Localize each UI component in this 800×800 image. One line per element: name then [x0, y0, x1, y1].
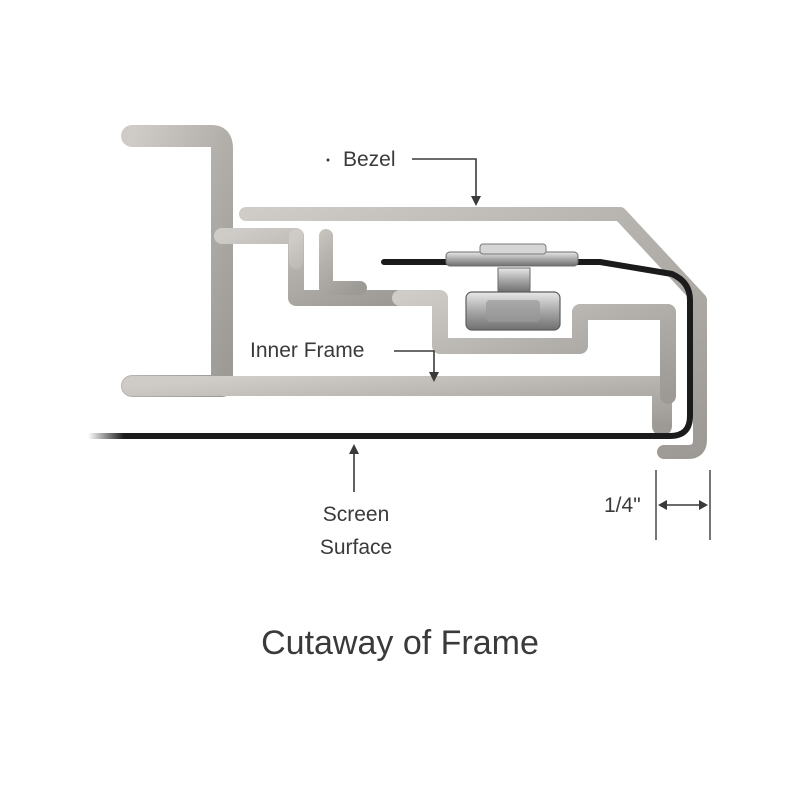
bezel-leader [412, 158, 477, 202]
bezel-label: Bezel [343, 148, 396, 171]
screen-surface-label-line1: Screen [323, 503, 390, 526]
bolt-shank [497, 267, 531, 293]
inner-frame-callout: Inner Frame [250, 339, 439, 382]
frame-bottom-member [122, 376, 672, 436]
dimension-arrow-left [658, 500, 667, 510]
inner-frame-label: Inner Frame [250, 339, 364, 362]
bezel-arrowhead [471, 196, 481, 206]
frame-middle-channel [214, 228, 408, 306]
inner-frame-leader [394, 350, 435, 378]
screen-surface-arrowhead [349, 444, 359, 454]
nut-inner [486, 300, 540, 322]
screen-surface-callout: Screen Surface [320, 444, 392, 559]
screen-surface-label-line2: Surface [320, 536, 392, 559]
dimension-arrow-right [699, 500, 708, 510]
diagram-caption: Cutaway of Frame [261, 624, 539, 662]
screen-surface-line [85, 259, 693, 439]
fastener-assembly [445, 243, 579, 331]
frame-post [121, 125, 233, 397]
bezel-extrusion [239, 207, 707, 459]
dimension-callout: 1/4" [604, 470, 711, 540]
bezel-dot [326, 158, 330, 162]
dimension-label: 1/4" [604, 494, 641, 517]
bezel-callout: Bezel [326, 148, 481, 206]
screen-material [85, 259, 693, 439]
frame-small-tab [289, 229, 367, 295]
bezel-profile [239, 207, 707, 459]
frame-t-slot [392, 290, 676, 404]
inner-frame-extrusion [121, 125, 676, 436]
bolt-head [479, 243, 547, 255]
inner-frame-arrowhead [429, 372, 439, 382]
